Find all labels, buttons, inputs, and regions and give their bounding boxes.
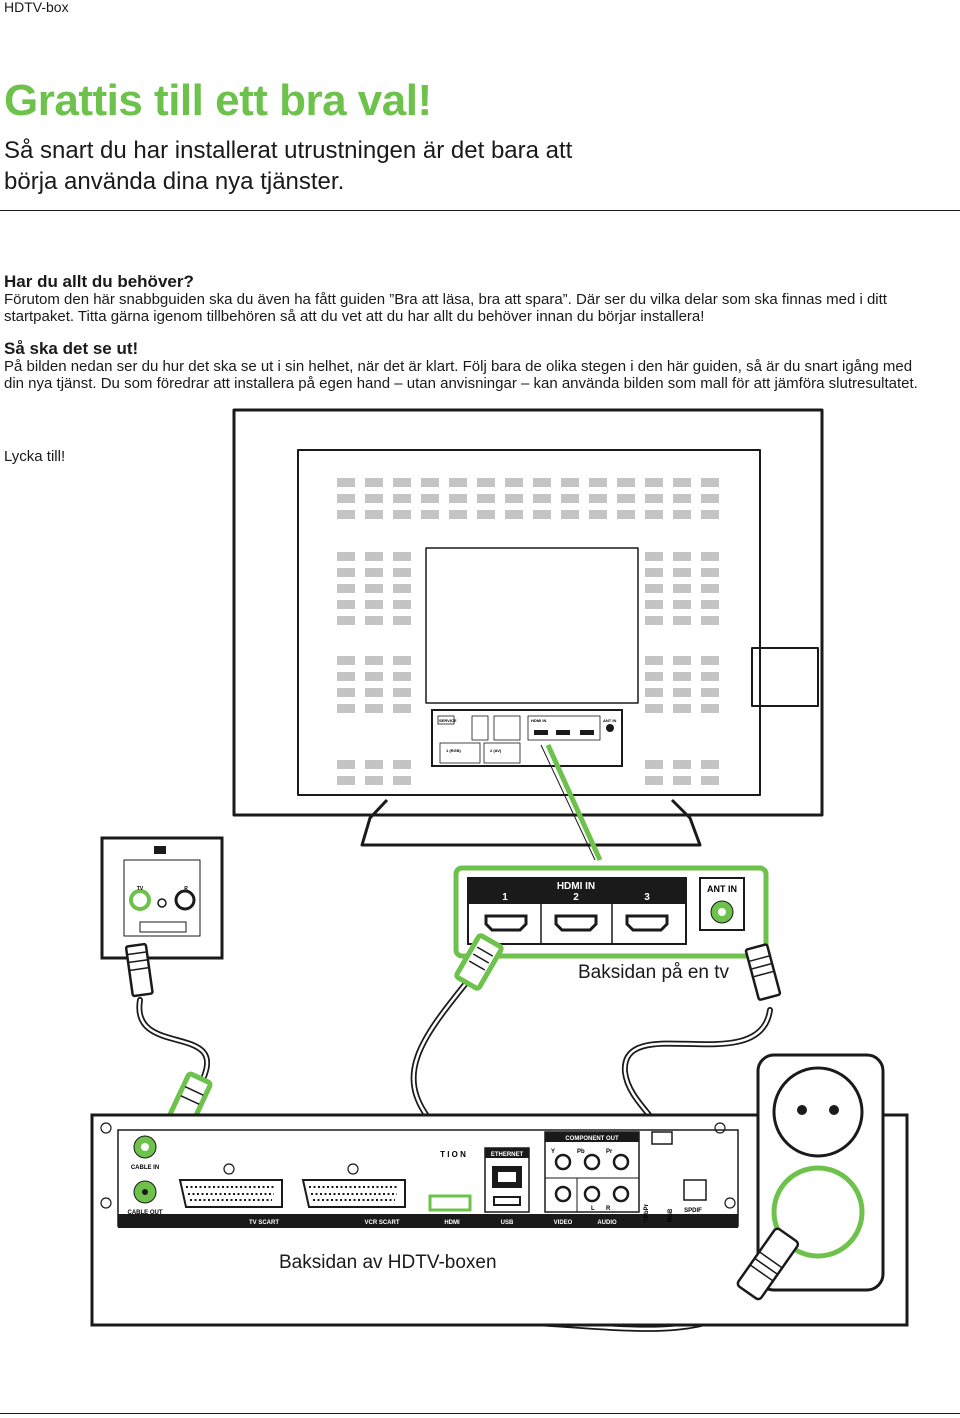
cable-out-label: CABLE OUT <box>128 1210 163 1216</box>
ant-in-label: ANT IN <box>707 884 737 894</box>
tv-side-box <box>751 647 819 707</box>
tv-small-ant-label: ANT IN <box>603 718 616 723</box>
tv-scart-label: TV SCART <box>249 1220 279 1226</box>
power-outlet <box>756 1053 885 1292</box>
box-hdmi-label: HDMI <box>444 1220 460 1226</box>
tv-small-scart2-label: 2 (AV) <box>490 748 502 753</box>
hdmi-port-2-label: 2 <box>573 892 579 903</box>
tv-outline <box>232 408 824 817</box>
component-pr-label: Pr <box>606 1149 613 1155</box>
lead-text: Så snart du har installerat utrustningen… <box>4 137 573 195</box>
video-label: VIDEO <box>554 1220 573 1226</box>
wall-socket-radio-label: R <box>184 886 188 892</box>
vcr-scart-port <box>301 1179 406 1208</box>
usb-port <box>493 1196 521 1206</box>
box-hdmi-port <box>428 1194 472 1212</box>
tv-center-plate <box>425 547 639 704</box>
ypbpr-label: YPbPr <box>644 1203 650 1222</box>
tv-small-scart1-label: 1 (RGB) <box>446 748 462 753</box>
power-plug <box>736 1227 800 1301</box>
hdmi-port-3 <box>625 914 669 932</box>
hdmi-port-2 <box>554 914 598 932</box>
audio-left-label: L <box>591 1206 595 1212</box>
component-out-label: COMPONENT OUT <box>565 1136 619 1142</box>
tv-small-connector-panel: SERVICE HDMI IN ANT IN 1 (RGB) 2 (AV) <box>431 709 623 767</box>
audio-label: AUDIO <box>597 1220 617 1226</box>
section-text-overview: På bilden nedan ser du hur det ska se ut… <box>4 358 918 393</box>
tv-back-caption: Baksidan på en tv <box>578 962 730 984</box>
tv-small-service-label: SERVICE <box>439 718 457 723</box>
usb-label: USB <box>501 1220 514 1226</box>
rgb-label: RGB <box>668 1208 674 1222</box>
tv-hdmi-panel-zoom: HDMI IN 1 2 3 ANT IN <box>453 865 769 959</box>
page-title: Grattis till ett bra val! <box>4 76 432 125</box>
bottom-divider <box>0 1413 960 1414</box>
section-text-checklist: Förutom den här snabbguiden ska du även … <box>4 291 887 326</box>
section-heading-overview: Så ska det se ut! <box>4 339 139 358</box>
component-y-label: Y <box>551 1149 555 1155</box>
spdif-port <box>683 1179 707 1201</box>
wall-antenna-socket: TV R <box>100 836 224 960</box>
document-header: HDTV-box <box>4 0 69 15</box>
hdmi-port-1 <box>484 914 528 932</box>
hdmi-in-group-label: HDMI IN <box>557 881 595 892</box>
tv-scart-port <box>178 1179 283 1208</box>
component-pb-label: Pb <box>577 1149 585 1155</box>
zoom-indicator-line <box>545 743 603 862</box>
box-back-caption: Baksidan av HDTV-boxen <box>279 1252 497 1274</box>
tv-back-cover <box>297 449 761 796</box>
spdif-label: SPDIF <box>684 1208 702 1214</box>
ethernet-label: ETHERNET <box>491 1152 524 1158</box>
tv-stand <box>360 798 702 847</box>
vcr-scart-label: VCR SCART <box>364 1220 399 1226</box>
tv-vents <box>337 478 719 785</box>
wall-socket-tv-label: TV <box>137 886 144 892</box>
hdmi-port-3-label: 3 <box>644 892 650 903</box>
tv-small-hdmi-label: HDMI IN <box>531 718 546 723</box>
hdmi-port-1-label: 1 <box>502 892 508 903</box>
greeting-text: Lycka till! <box>4 448 66 465</box>
cable-in-label: CABLE IN <box>131 1165 159 1171</box>
top-divider <box>0 210 960 211</box>
section-heading-checklist: Har du allt du behöver? <box>4 272 194 291</box>
option-label: T I O N <box>440 1150 466 1159</box>
audio-right-label: R <box>606 1206 611 1212</box>
